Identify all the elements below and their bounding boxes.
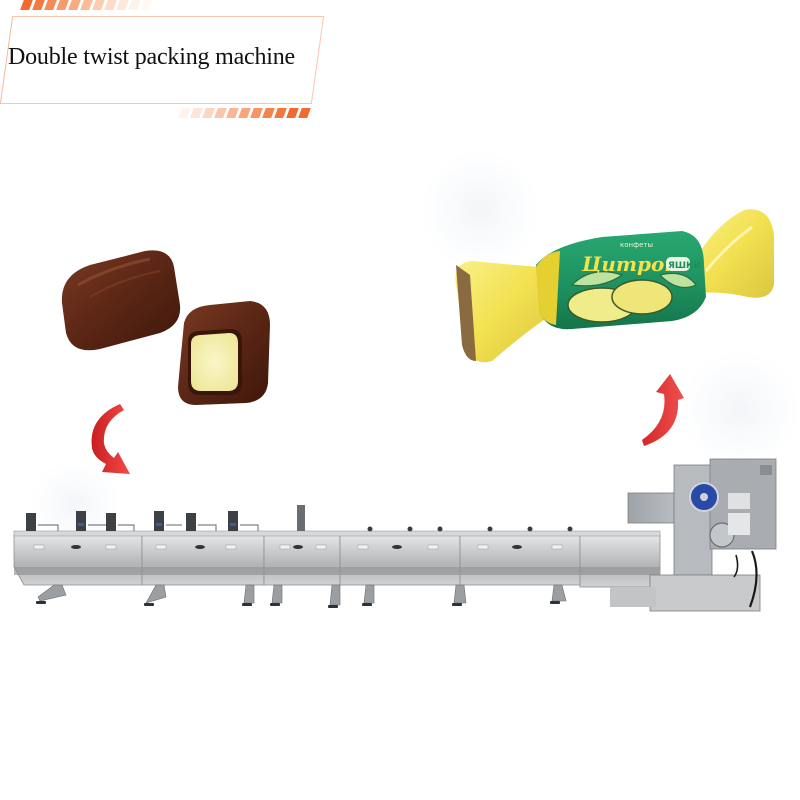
conveyor-section: [13, 530, 661, 588]
chocolate-candy-image: [61, 250, 270, 405]
page-title: Double twist packing machine: [8, 44, 295, 70]
svg-text:конфеты: конфеты: [620, 241, 653, 249]
wrapping-head: [610, 458, 777, 612]
wrapper-brand-text: Цитрон: [581, 252, 679, 276]
svg-text:ЯШКИ: ЯШКИ: [668, 261, 701, 271]
wrapped-candy-image: Цитрон конфеты ЯШКИ: [455, 209, 774, 363]
banner-stripes-bottom: [178, 108, 311, 118]
background-glow: [680, 350, 800, 470]
arrow-down-icon: [91, 404, 130, 474]
packing-machine-image: [13, 458, 777, 612]
arrow-up-icon: [642, 374, 684, 446]
background-glow: [420, 150, 540, 270]
banner-stripes-top: [20, 0, 153, 10]
